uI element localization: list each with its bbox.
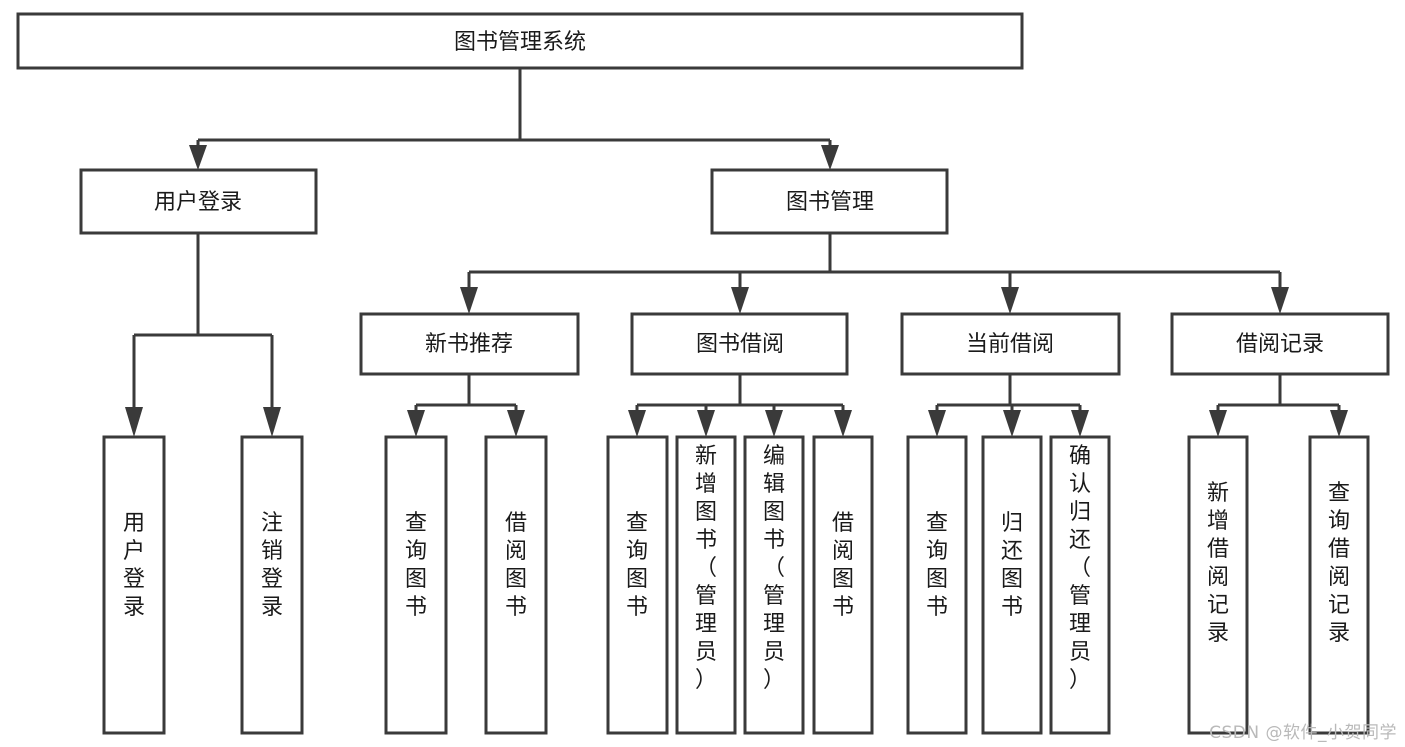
node-leaf-edit-book-box[interactable] xyxy=(743,435,805,735)
connector-group-new-book-recommend xyxy=(407,374,525,437)
node-user-login-box[interactable] xyxy=(79,168,318,235)
node-leaf-borrow-book-2[interactable]: 借阅图书 xyxy=(812,435,874,735)
node-leaf-query-book-3-label: 查询图书 xyxy=(926,511,948,620)
node-book-borrow[interactable]: 图书借阅 xyxy=(630,312,849,376)
node-leaf-query-book-3-box[interactable] xyxy=(906,435,968,735)
node-leaf-return-book-label: 归还图书 xyxy=(1001,511,1023,620)
node-current-borrow[interactable]: 当前借阅 xyxy=(900,312,1121,376)
node-leaf-borrow-book-1[interactable]: 借阅图书 xyxy=(484,435,548,735)
node-leaf-query-record-label: 查询借阅记录 xyxy=(1328,481,1350,646)
arrow-head-leaf-query-book-2 xyxy=(628,410,646,437)
arrow-head-leaf-user-logout xyxy=(263,407,281,437)
node-borrow-record-box[interactable] xyxy=(1170,312,1390,376)
arrow-head-book-manage xyxy=(821,145,839,170)
arrow-head-borrow-record xyxy=(1271,287,1289,314)
node-leaf-add-book-box[interactable] xyxy=(675,435,737,735)
node-book-borrow-label: 图书借阅 xyxy=(696,332,784,357)
node-leaf-user-login[interactable]: 用户登录 xyxy=(102,435,166,735)
arrow-head-leaf-user-login xyxy=(125,407,143,437)
node-leaf-add-record-box[interactable] xyxy=(1187,435,1249,735)
arrow-head-leaf-query-book-1 xyxy=(407,410,425,437)
arrow-head-leaf-return-book xyxy=(1003,410,1021,437)
node-leaf-borrow-book-1-label: 借阅图书 xyxy=(505,511,527,620)
node-leaf-return-book-box[interactable] xyxy=(981,435,1043,735)
node-leaf-query-book-1[interactable]: 查询图书 xyxy=(384,435,448,735)
node-leaf-query-record-box[interactable] xyxy=(1308,435,1370,735)
node-root-label: 图书管理系统 xyxy=(454,30,586,55)
node-leaf-query-book-3[interactable]: 查询图书 xyxy=(906,435,968,735)
node-leaf-borrow-book-1-box[interactable] xyxy=(484,435,548,735)
node-book-manage-label: 图书管理 xyxy=(786,190,874,215)
arrow-head-current-borrow xyxy=(1001,287,1019,314)
node-leaf-edit-book-label: 编辑图书（管理员） xyxy=(763,444,785,693)
node-leaf-query-record[interactable]: 查询借阅记录 xyxy=(1308,435,1370,735)
arrow-head-user-login xyxy=(189,145,207,170)
node-leaf-query-book-1-label: 查询图书 xyxy=(405,511,427,620)
arrow-head-leaf-borrow-book-2 xyxy=(834,410,852,437)
arrow-head-leaf-query-record xyxy=(1330,410,1348,437)
node-new-book-recommend[interactable]: 新书推荐 xyxy=(359,312,580,376)
node-leaf-query-book-1-box[interactable] xyxy=(384,435,448,735)
node-leaf-user-logout[interactable]: 注销登录 xyxy=(240,435,304,735)
node-leaf-confirm-return[interactable]: 确认归还（管理员） xyxy=(1049,435,1111,735)
connector-group-book-manage xyxy=(460,233,1289,314)
node-leaf-query-book-2-box[interactable] xyxy=(606,435,669,735)
node-new-book-recommend-label: 新书推荐 xyxy=(425,332,513,357)
arrow-head-leaf-borrow-book-1 xyxy=(507,410,525,437)
node-leaf-add-record-label: 新增借阅记录 xyxy=(1207,481,1229,646)
node-leaf-add-book-label: 新增图书（管理员） xyxy=(695,444,717,693)
connector-group-current-borrow xyxy=(928,374,1089,437)
node-leaf-borrow-book-2-box[interactable] xyxy=(812,435,874,735)
node-leaf-confirm-return-label: 确认归还（管理员） xyxy=(1069,444,1091,693)
node-current-borrow-box[interactable] xyxy=(900,312,1121,376)
node-root[interactable]: 图书管理系统 xyxy=(16,12,1024,70)
node-leaf-edit-book[interactable]: 编辑图书（管理员） xyxy=(743,435,805,735)
node-root-box[interactable] xyxy=(16,12,1024,70)
node-leaf-borrow-book-2-label: 借阅图书 xyxy=(832,511,854,620)
node-leaf-user-logout-box[interactable] xyxy=(240,435,304,735)
node-book-manage-box[interactable] xyxy=(710,168,949,235)
node-leaf-user-login-label: 用户登录 xyxy=(123,511,145,620)
node-book-manage[interactable]: 图书管理 xyxy=(710,168,949,235)
node-user-login-label: 用户登录 xyxy=(154,190,242,215)
node-leaf-return-book[interactable]: 归还图书 xyxy=(981,435,1043,735)
arrow-head-new-book-recommend xyxy=(460,287,478,314)
connector-group-borrow-record xyxy=(1209,374,1348,437)
node-leaf-add-record[interactable]: 新增借阅记录 xyxy=(1187,435,1249,735)
connector-group-user-login xyxy=(125,233,281,437)
connector-group-book-borrow xyxy=(628,374,852,437)
node-leaf-confirm-return-box[interactable] xyxy=(1049,435,1111,735)
node-borrow-record-label: 借阅记录 xyxy=(1236,332,1324,357)
arrow-head-leaf-confirm-return xyxy=(1071,410,1089,437)
node-leaf-query-book-2-label: 查询图书 xyxy=(626,511,648,620)
arrow-head-book-borrow xyxy=(731,287,749,314)
arrow-head-leaf-add-book xyxy=(697,410,715,437)
node-current-borrow-label: 当前借阅 xyxy=(966,332,1054,357)
connector-group-root xyxy=(189,68,839,170)
arrow-head-leaf-edit-book xyxy=(765,410,783,437)
node-leaf-user-logout-label: 注销登录 xyxy=(261,511,283,620)
node-book-borrow-box[interactable] xyxy=(630,312,849,376)
node-leaf-user-login-box[interactable] xyxy=(102,435,166,735)
node-user-login[interactable]: 用户登录 xyxy=(79,168,318,235)
node-leaf-add-book[interactable]: 新增图书（管理员） xyxy=(675,435,737,735)
arrow-head-leaf-add-record xyxy=(1209,410,1227,437)
node-new-book-recommend-box[interactable] xyxy=(359,312,580,376)
arrow-head-leaf-query-book-3 xyxy=(928,410,946,437)
node-leaf-query-book-2[interactable]: 查询图书 xyxy=(606,435,669,735)
node-borrow-record[interactable]: 借阅记录 xyxy=(1170,312,1390,376)
